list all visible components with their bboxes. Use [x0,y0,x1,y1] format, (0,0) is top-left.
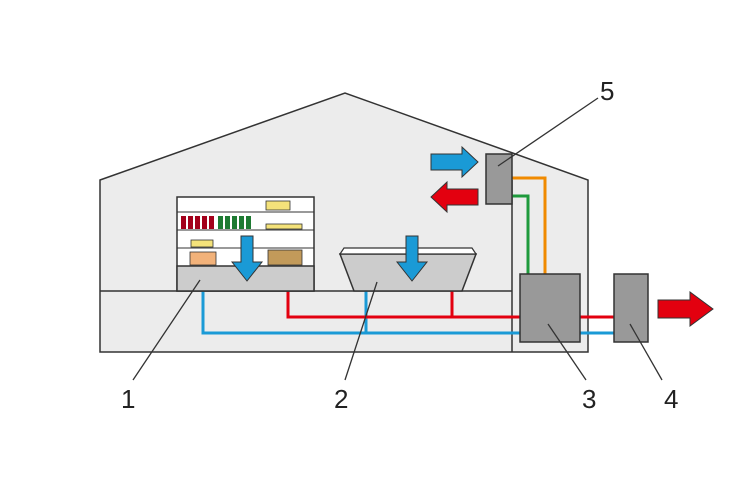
right-arrow-icon [657,291,714,327]
pipes [201,176,614,335]
pipe-green [512,194,530,274]
chest-freezer [338,235,478,292]
unit-4 [613,273,649,343]
display-cabinet [176,196,315,292]
bottle-icon [181,216,251,229]
leader-lines [132,97,663,381]
down-arrow-icon [230,235,264,282]
cheese-icon [190,200,303,248]
pipe-hot [286,291,520,319]
right-arrow-icon [430,145,479,179]
callout-4: 4 [664,384,678,414]
unit-3 [519,273,581,343]
building-outline [99,92,589,353]
pipe-cold [201,291,520,335]
callout-2: 2 [334,384,348,414]
callout-5: 5 [600,76,614,106]
callout-3: 3 [582,384,596,414]
down-arrow-icon [395,235,429,282]
left-arrow-icon [430,180,479,214]
jar-icon [189,249,303,266]
callout-1: 1 [121,384,135,414]
pipe-orange [512,176,547,274]
unit-5 [485,153,513,205]
